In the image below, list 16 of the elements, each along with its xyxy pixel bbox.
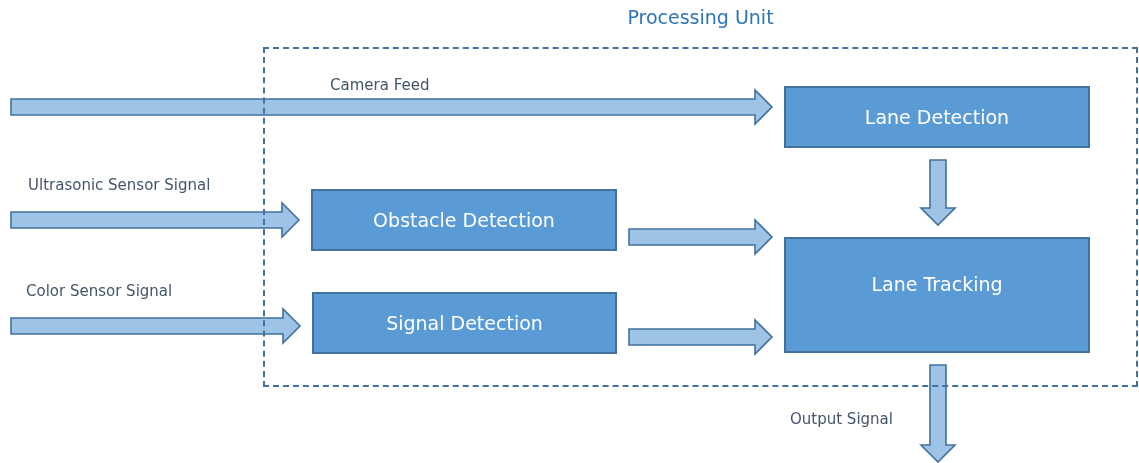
edge-label: Camera Feed bbox=[330, 76, 430, 94]
block-arrow bbox=[628, 318, 774, 356]
block-arrow bbox=[10, 201, 301, 239]
block-arrow bbox=[919, 364, 957, 463]
process-box: Obstacle Detection bbox=[311, 189, 617, 251]
process-box: Lane Tracking bbox=[784, 237, 1090, 353]
block-arrow bbox=[919, 159, 957, 227]
block-arrow bbox=[628, 218, 774, 256]
process-box: Lane Detection bbox=[784, 86, 1090, 148]
edge-label: Color Sensor Signal bbox=[26, 282, 173, 300]
block-arrow bbox=[10, 88, 774, 126]
group-title: Processing Unit bbox=[627, 6, 774, 28]
process-box: Signal Detection bbox=[312, 292, 617, 354]
edge-label: Ultrasonic Sensor Signal bbox=[28, 176, 211, 194]
edge-label: Output Signal bbox=[790, 410, 893, 428]
block-arrow bbox=[10, 307, 302, 345]
